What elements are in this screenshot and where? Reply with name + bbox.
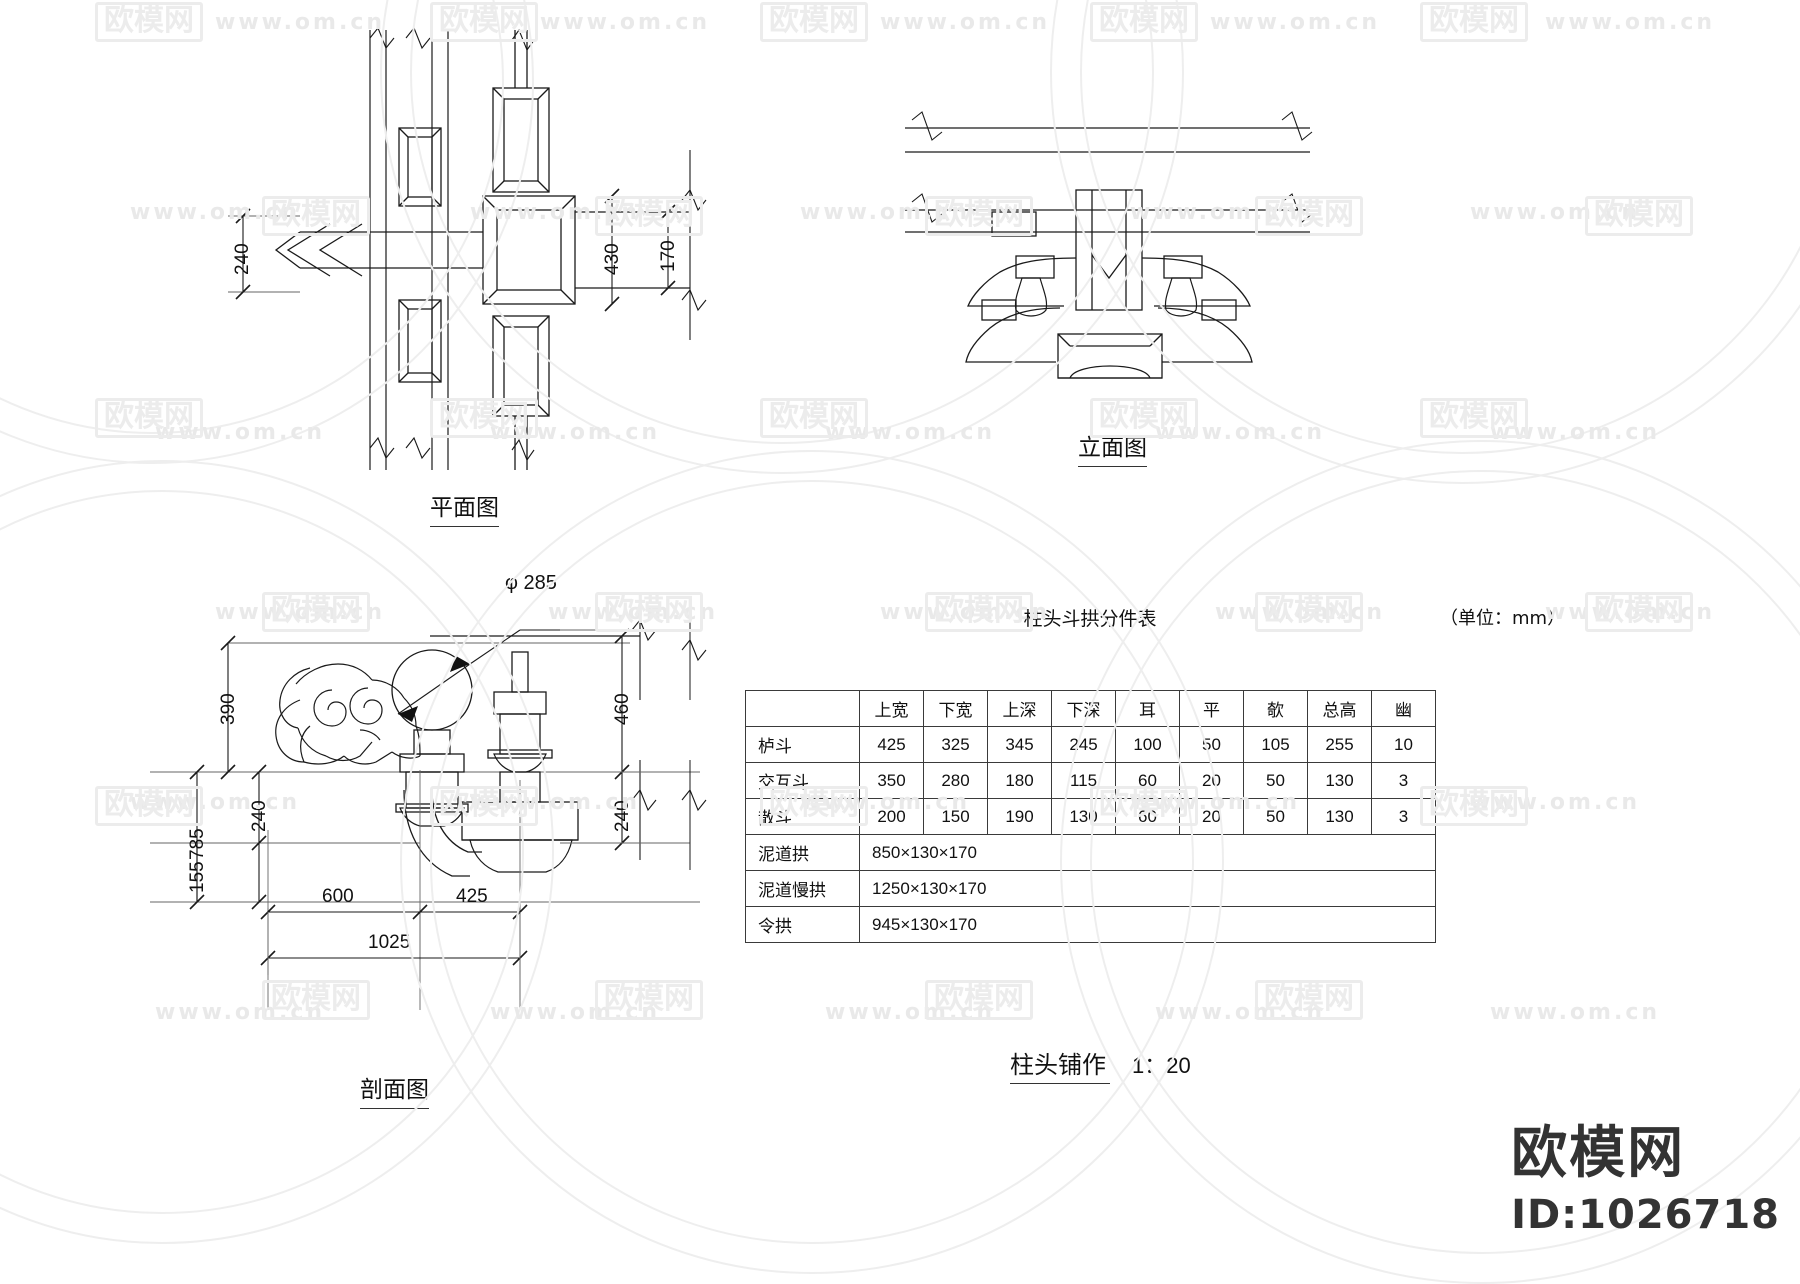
parts-cell: 50 [1179,726,1244,763]
table-row: 泥道拱 850×130×170 [745,834,1436,871]
parts-cell: 255 [1307,726,1372,763]
plan-dim-170: 170 [658,240,679,272]
table-row: 栌斗 425 325 345 245 100 50 105 255 10 [745,726,1436,763]
parts-table-header-cell: 下宽 [923,690,988,727]
parts-cell: 425 [859,726,924,763]
elevation-view-title: 立面图 [1078,428,1147,467]
plan-view-title-label: 平面图 [430,488,499,527]
brand-name-text: 欧模网 [1511,1121,1686,1187]
parts-cell: 105 [1243,726,1308,763]
table-row: 令拱 945×130×170 [745,906,1436,943]
section-dim-1025: 1025 [368,932,411,953]
parts-table-caption: 柱头斗拱分件表 [1023,608,1157,630]
parts-cell: 180 [987,762,1052,799]
parts-cell: 130 [1307,762,1372,799]
parts-cell: 130 [1051,798,1116,835]
sheet-title: 柱头铺作 1：20 [1010,1045,1191,1084]
brand-id: ID:1026718 [1511,1192,1780,1238]
section-dim-155: 155 [187,861,208,893]
plan-dim-240: 240 [232,243,253,275]
parts-cell: 60 [1115,798,1180,835]
elevation-view [905,111,1313,379]
parts-row-label: 令拱 [745,906,860,943]
brand-corner: 欧模网 ID:1026718 [1511,1124,1780,1238]
table-row: 泥道慢拱 1250×130×170 [745,870,1436,907]
plan-view-title: 平面图 [430,488,499,527]
parts-cell: 20 [1179,762,1244,799]
table-row: 散斗 200 150 190 130 60 20 50 130 3 [745,798,1436,835]
sheet-title-name: 柱头铺作 [1010,1051,1110,1084]
parts-table-header-cell: 平 [1179,690,1244,727]
parts-span-value: 850×130×170 [859,834,1436,871]
parts-cell: 60 [1115,762,1180,799]
parts-cell: 50 [1243,798,1308,835]
parts-row-label: 泥道慢拱 [745,870,860,907]
section-dim-390: 390 [218,693,239,725]
table-row: 交互斗 350 280 180 115 60 20 50 130 3 [745,762,1436,799]
parts-table-header-cell: 上宽 [859,690,924,727]
parts-cell: 345 [987,726,1052,763]
parts-table: 上宽 下宽 上深 下深 耳 平 欹 总高 幽 栌斗 425 325 345 24… [745,690,1436,943]
parts-table-unit-note: （单位：mm） [1440,608,1566,629]
parts-cell: 10 [1371,726,1436,763]
parts-cell: 50 [1243,762,1308,799]
parts-cell: 3 [1371,762,1436,799]
parts-table-wrapper: 上宽 下宽 上深 下深 耳 平 欹 总高 幽 栌斗 425 325 345 24… [745,690,1436,943]
brand-name: 欧模网 [1511,1124,1780,1184]
parts-row-label: 栌斗 [745,726,860,763]
parts-cell: 200 [859,798,924,835]
parts-cell: 20 [1179,798,1244,835]
parts-cell: 190 [987,798,1052,835]
parts-row-label: 散斗 [745,798,860,835]
parts-span-value: 1250×130×170 [859,870,1436,907]
parts-cell: 350 [859,762,924,799]
section-dim-240-right: 240 [612,800,633,832]
parts-cell: 325 [923,726,988,763]
parts-cell: 280 [923,762,988,799]
section-view-title-label: 剖面图 [360,1070,429,1109]
plan-dim-430: 430 [602,243,623,275]
section-dim-240-left: 240 [249,800,270,832]
elevation-view-title-label: 立面图 [1078,428,1147,467]
section-view-title: 剖面图 [360,1070,429,1109]
parts-cell: 130 [1307,798,1372,835]
parts-table-header-row: 上宽 下宽 上深 下深 耳 平 欹 总高 幽 [745,690,1436,727]
parts-table-header-cell: 幽 [1371,690,1436,727]
section-dim-diameter: φ 285 [505,572,557,594]
parts-table-header-cell [745,690,860,727]
parts-cell: 3 [1371,798,1436,835]
plan-view [228,26,707,470]
section-dim-460: 460 [612,693,633,725]
parts-cell: 115 [1051,762,1116,799]
section-view [150,600,707,1010]
section-dim-600: 600 [322,886,354,907]
parts-cell: 100 [1115,726,1180,763]
parts-table-header-cell: 下深 [1051,690,1116,727]
parts-table-header-cell: 耳 [1115,690,1180,727]
section-dim-785: 785 [187,828,208,860]
parts-table-header-cell: 上深 [987,690,1052,727]
parts-table-header-cell: 欹 [1243,690,1308,727]
parts-span-value: 945×130×170 [859,906,1436,943]
parts-table-header-cell: 总高 [1307,690,1372,727]
parts-row-label: 交互斗 [745,762,860,799]
sheet-title-scale: 1：20 [1132,1053,1191,1078]
parts-cell: 150 [923,798,988,835]
parts-row-label: 泥道拱 [745,834,860,871]
section-dim-425: 425 [456,886,488,907]
parts-cell: 245 [1051,726,1116,763]
